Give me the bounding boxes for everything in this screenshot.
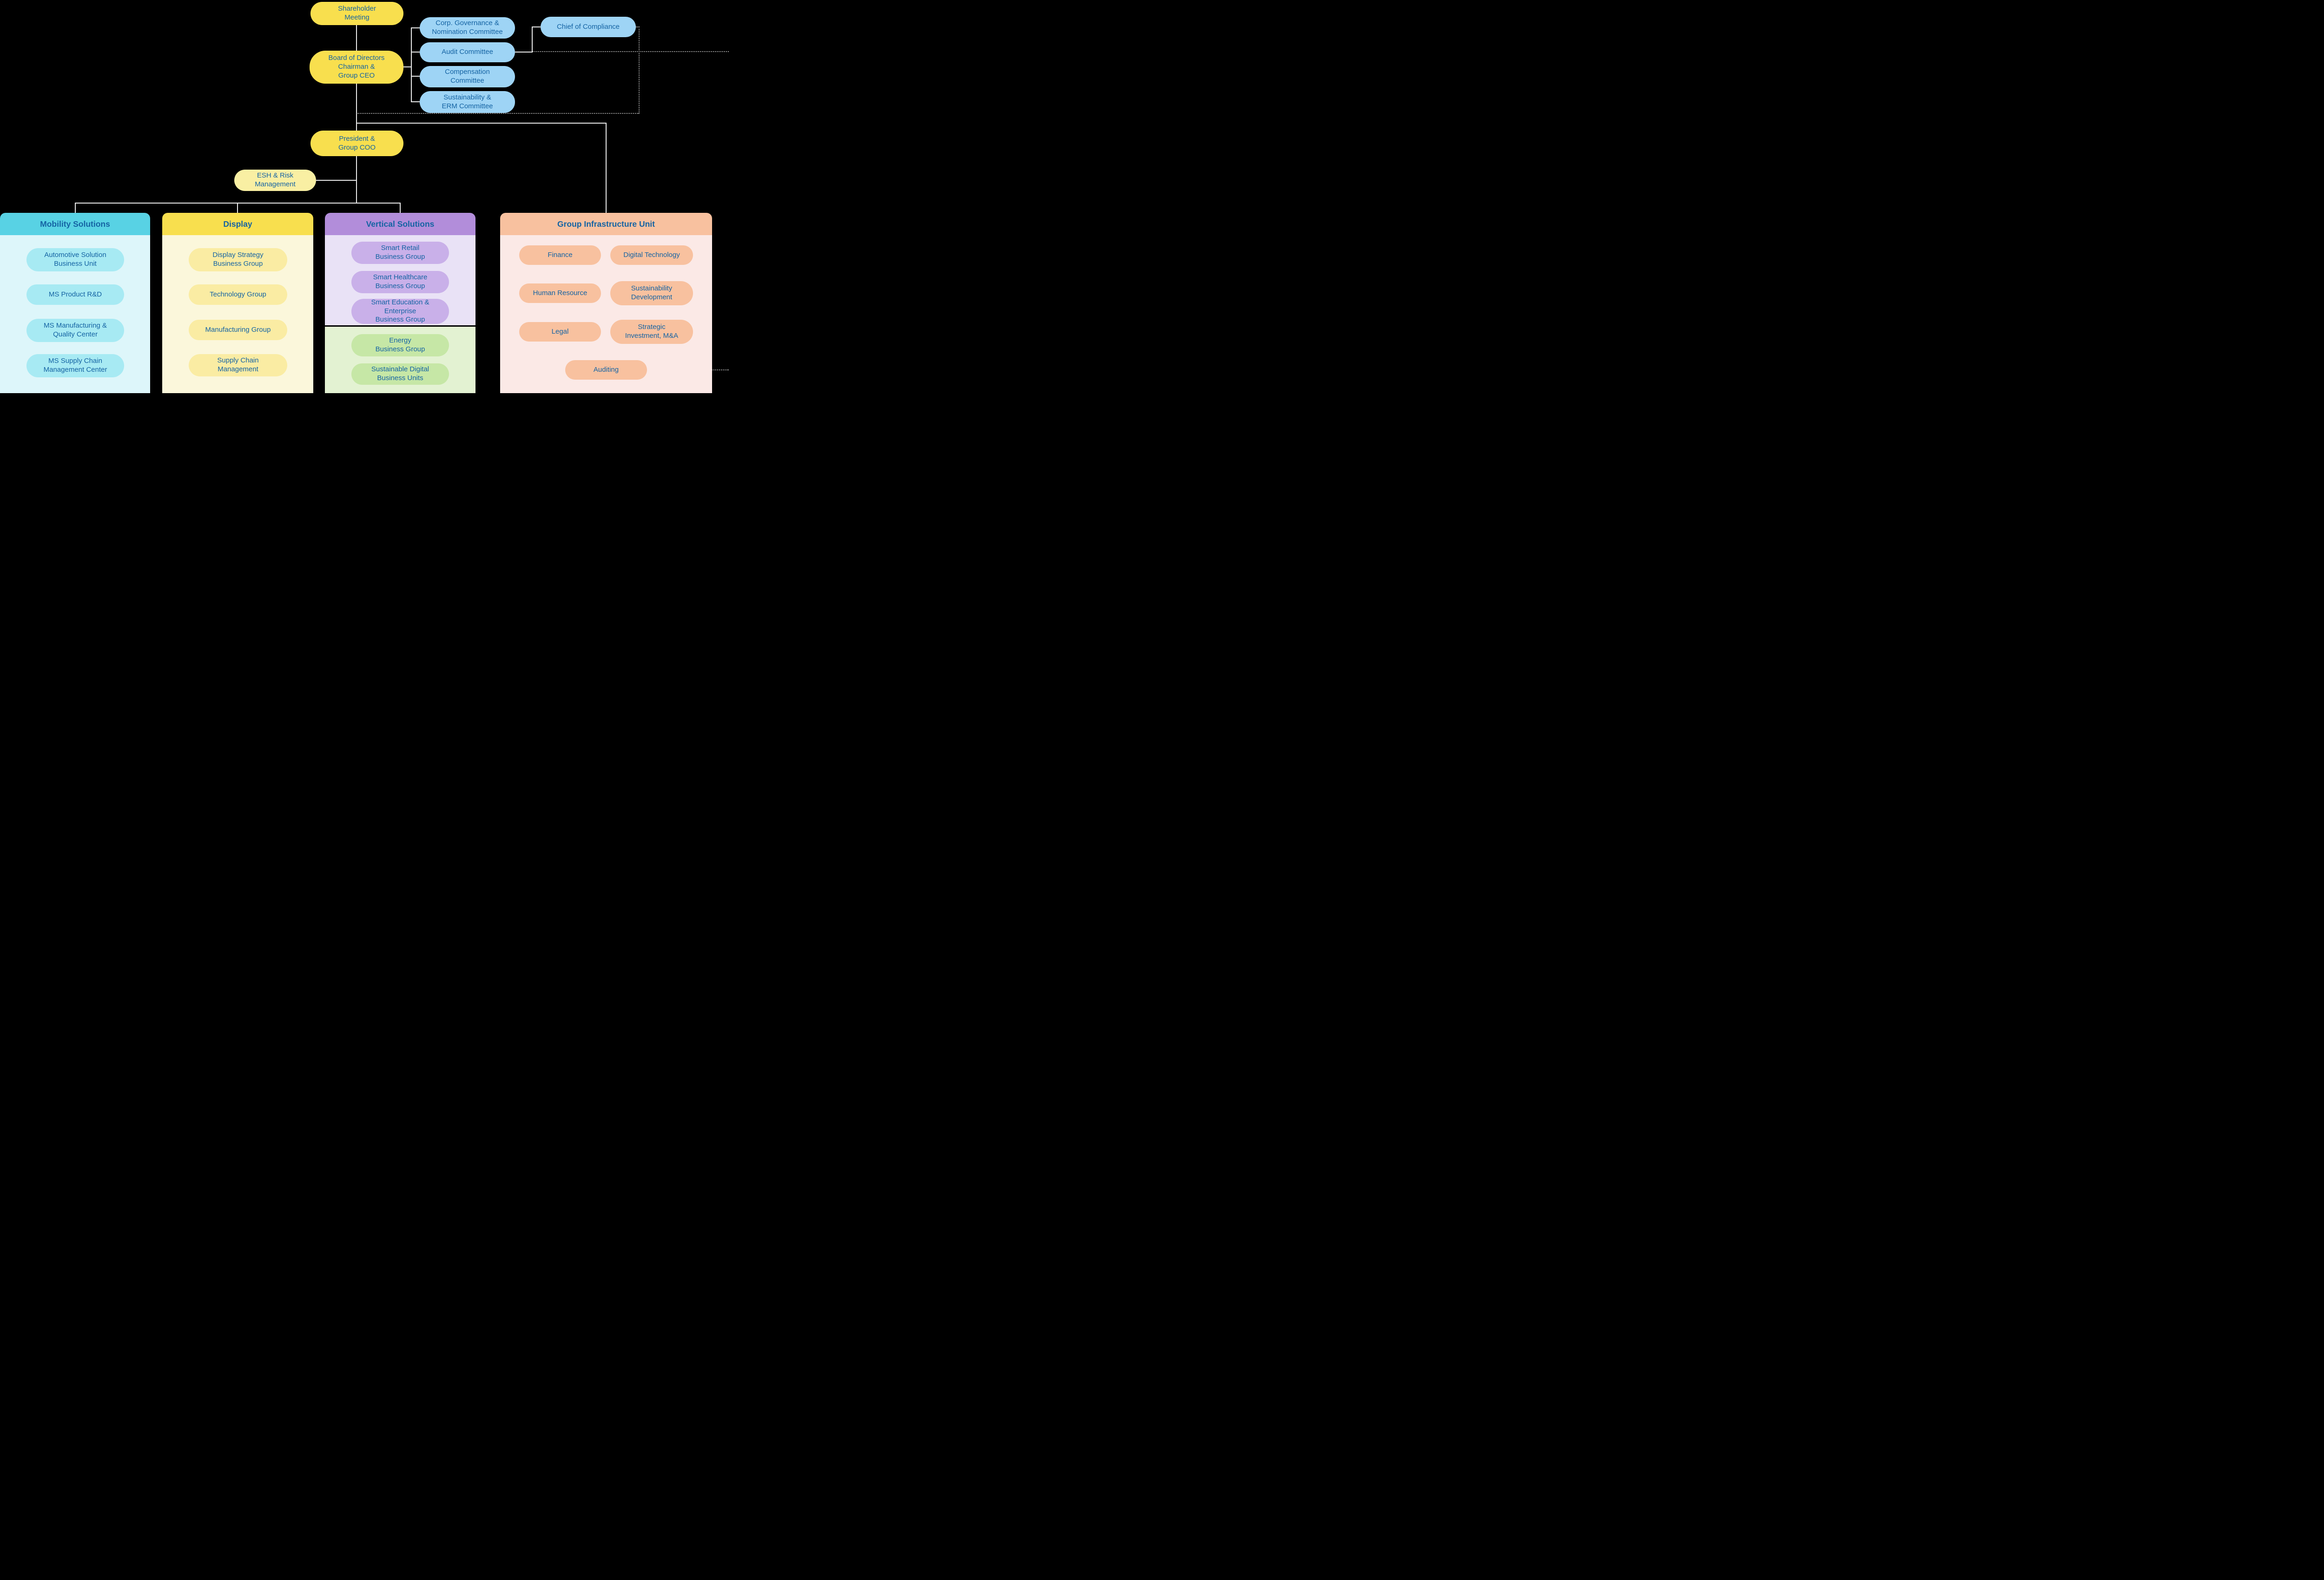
connector-committee-2 [411,52,420,53]
node-board-of-directors: Board of Directors Chairman & Group CEO [310,51,403,84]
node-auditing: Auditing [565,360,647,380]
dotted-chief-to-ceo [357,113,639,114]
node-strategic-investment: Strategic Investment, M&A [610,320,693,344]
node-ms-supply-chain: MS Supply Chain Management Center [26,354,124,377]
connector-president-drop [356,156,357,203]
connector-giu-v [606,123,607,213]
dotted-audit-right [533,51,729,52]
node-esh-risk-management: ESH & Risk Management [234,170,316,191]
org-chart: Shareholder Meeting Board of Directors C… [0,0,729,393]
connector-giu-h [356,123,607,124]
node-human-resource: Human Resource [519,283,601,303]
node-smart-healthcare: Smart Healthcare Business Group [351,271,449,293]
node-energy-business-group: Energy Business Group [351,334,449,356]
connector-chief-stub [532,26,541,27]
node-president-coo: President & Group COO [310,131,403,156]
connector-committee-bracket [411,27,412,102]
node-ms-product-rd: MS Product R&D [26,284,124,305]
node-finance: Finance [519,245,601,265]
node-display-strategy: Display Strategy Business Group [189,248,287,271]
connector-committee-1 [411,27,420,28]
node-committee-governance: Corp. Governance & Nomination Committee [420,17,515,39]
connector-display-drop [237,203,238,213]
connector-board-committees-stub [403,66,411,67]
header-display: Display [162,213,313,235]
node-smart-education: Smart Education & Enterprise Business Gr… [351,298,449,324]
connector-board-president [356,84,357,131]
node-committee-compensation: Compensation Committee [420,66,515,87]
node-automotive-solution: Automotive Solution Business Unit [26,248,124,271]
node-committee-sustainability: Sustainability & ERM Committee [420,91,515,113]
node-shareholder-meeting: Shareholder Meeting [310,2,403,25]
header-vertical-solutions: Vertical Solutions [325,213,475,235]
connector-shareholder-board [356,25,357,51]
header-mobility-solutions: Mobility Solutions [0,213,150,235]
connector-vertical-drop [400,203,401,213]
node-technology-group: Technology Group [189,284,287,305]
header-group-infrastructure: Group Infrastructure Unit [500,213,712,235]
node-sustainability-development: Sustainability Development [610,281,693,305]
node-supply-chain-management: Supply Chain Management [189,354,287,376]
node-digital-technology: Digital Technology [610,245,693,265]
dotted-chief-stub [636,26,640,27]
node-legal: Legal [519,322,601,342]
node-ms-manufacturing: MS Manufacturing & Quality Center [26,319,124,342]
connector-audit-chief-v [532,26,533,53]
dotted-chief-down [639,26,640,113]
node-smart-retail: Smart Retail Business Group [351,242,449,264]
connector-mobility-drop [75,203,76,213]
node-sustainable-digital: Sustainable Digital Business Units [351,363,449,385]
node-chief-of-compliance: Chief of Compliance [541,17,636,37]
connector-committee-3 [411,76,420,77]
connector-esh-stub [316,180,357,181]
connector-committee-4 [411,101,420,102]
node-committee-audit: Audit Committee [420,42,515,62]
node-manufacturing-group: Manufacturing Group [189,320,287,340]
connector-audit-chief-h [515,52,533,53]
